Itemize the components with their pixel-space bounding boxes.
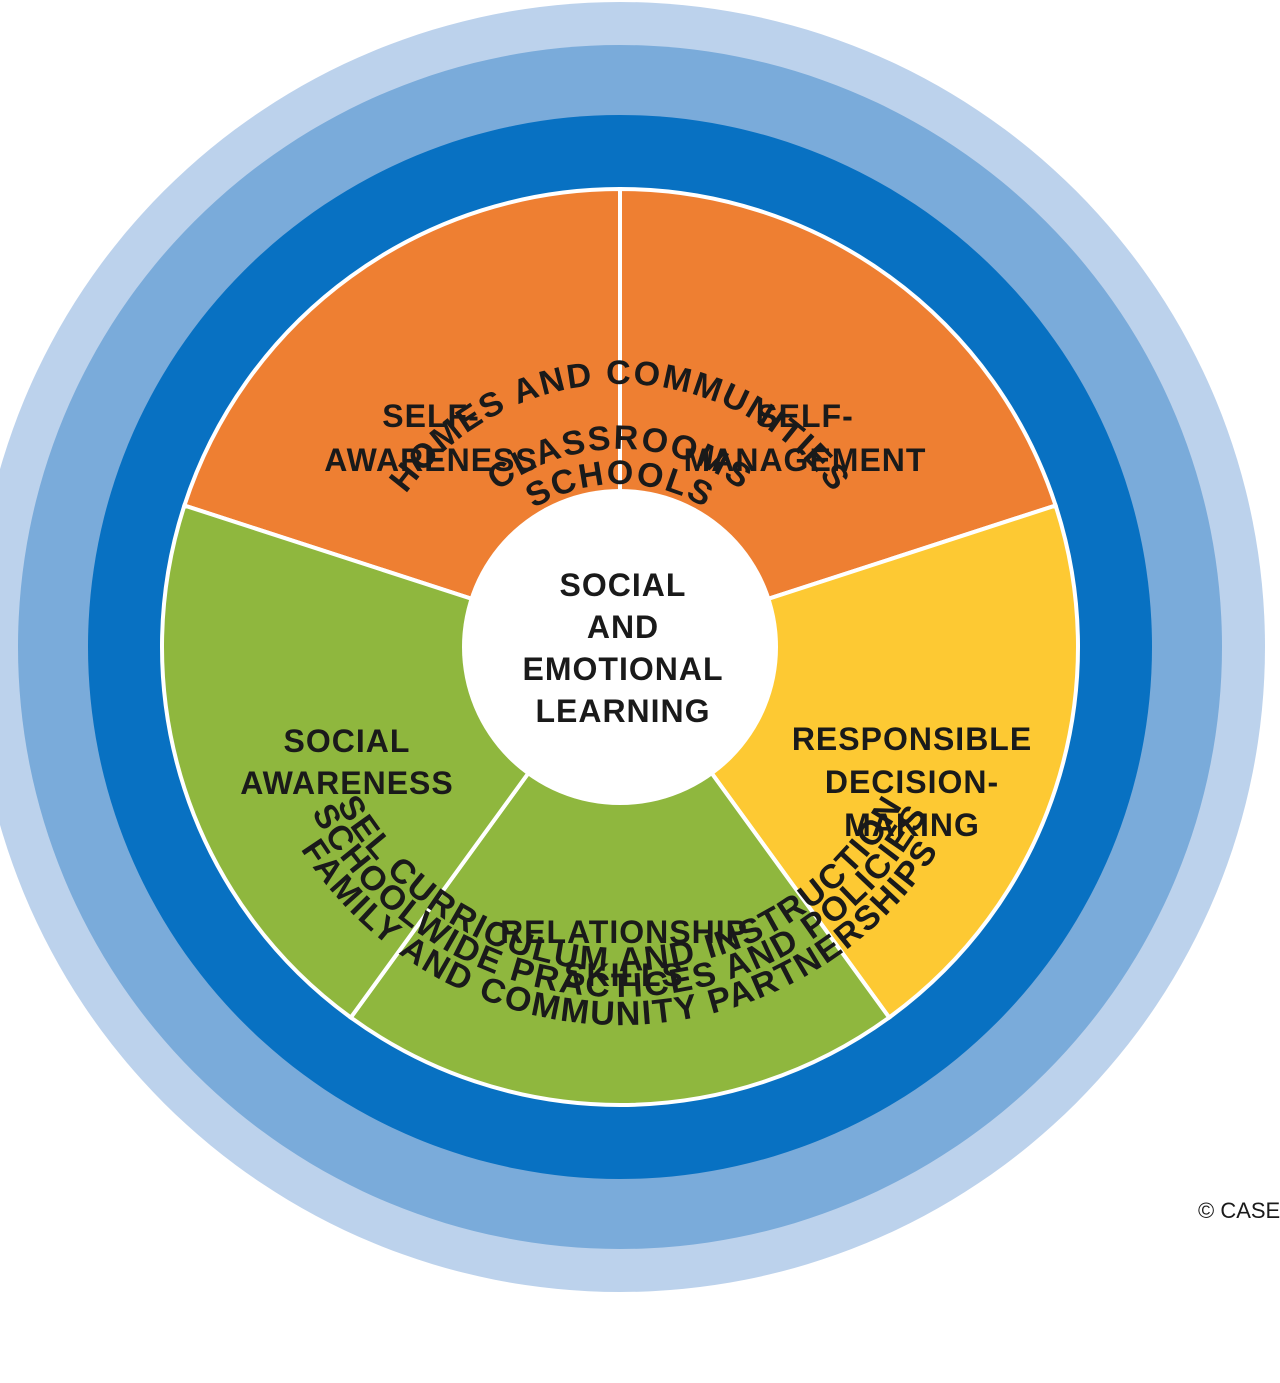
segment-label-line: MANAGEMENT xyxy=(684,442,927,478)
center-label: SOCIAL AND EMOTIONAL LEARNING xyxy=(523,567,724,729)
center-label-line: SOCIAL xyxy=(560,567,687,603)
segment-self-management xyxy=(618,186,1059,650)
center-label-line: EMOTIONAL xyxy=(523,651,724,687)
segment-labels: SELF- AWARENESS SELF- MANAGEMENT RESPONSIBLE… xyxy=(240,398,1032,993)
copyright-notice: © CASEL xyxy=(1198,1198,1280,1223)
segment-label-line: SELF- xyxy=(756,398,853,434)
segment-relationship-skills xyxy=(348,643,892,1107)
segment-label-line: SOCIAL xyxy=(284,723,411,759)
segment-self-awareness xyxy=(181,186,622,650)
segment-label-line: RESPONSIBLE xyxy=(792,721,1032,757)
segment-label-line: AWARENESS xyxy=(324,442,537,478)
segment-label-responsible-decision-making: RESPONSIBLE DECISION- MAKING xyxy=(792,721,1032,843)
center-label-line: AND xyxy=(587,609,659,645)
segment-label-line: AWARENESS xyxy=(240,765,453,801)
segment-label-line: DECISION- xyxy=(825,764,999,800)
segment-label-line: SKILLS xyxy=(564,957,684,993)
center-label-line: LEARNING xyxy=(535,693,710,729)
center-circle xyxy=(462,489,778,805)
segment-label-line: MAKING xyxy=(844,807,980,843)
segment-label-relationship-skills: RELATIONSHIP SKILLS xyxy=(500,914,748,993)
segment-label-line: SELF- xyxy=(382,398,479,434)
segment-label-line: RELATIONSHIP xyxy=(500,914,748,950)
segment-label-social-awareness: SOCIAL AWARENESS xyxy=(240,723,453,801)
segment-label-self-awareness: SELF- AWARENESS xyxy=(324,398,537,478)
segment-label-self-management: SELF- MANAGEMENT xyxy=(684,398,927,478)
